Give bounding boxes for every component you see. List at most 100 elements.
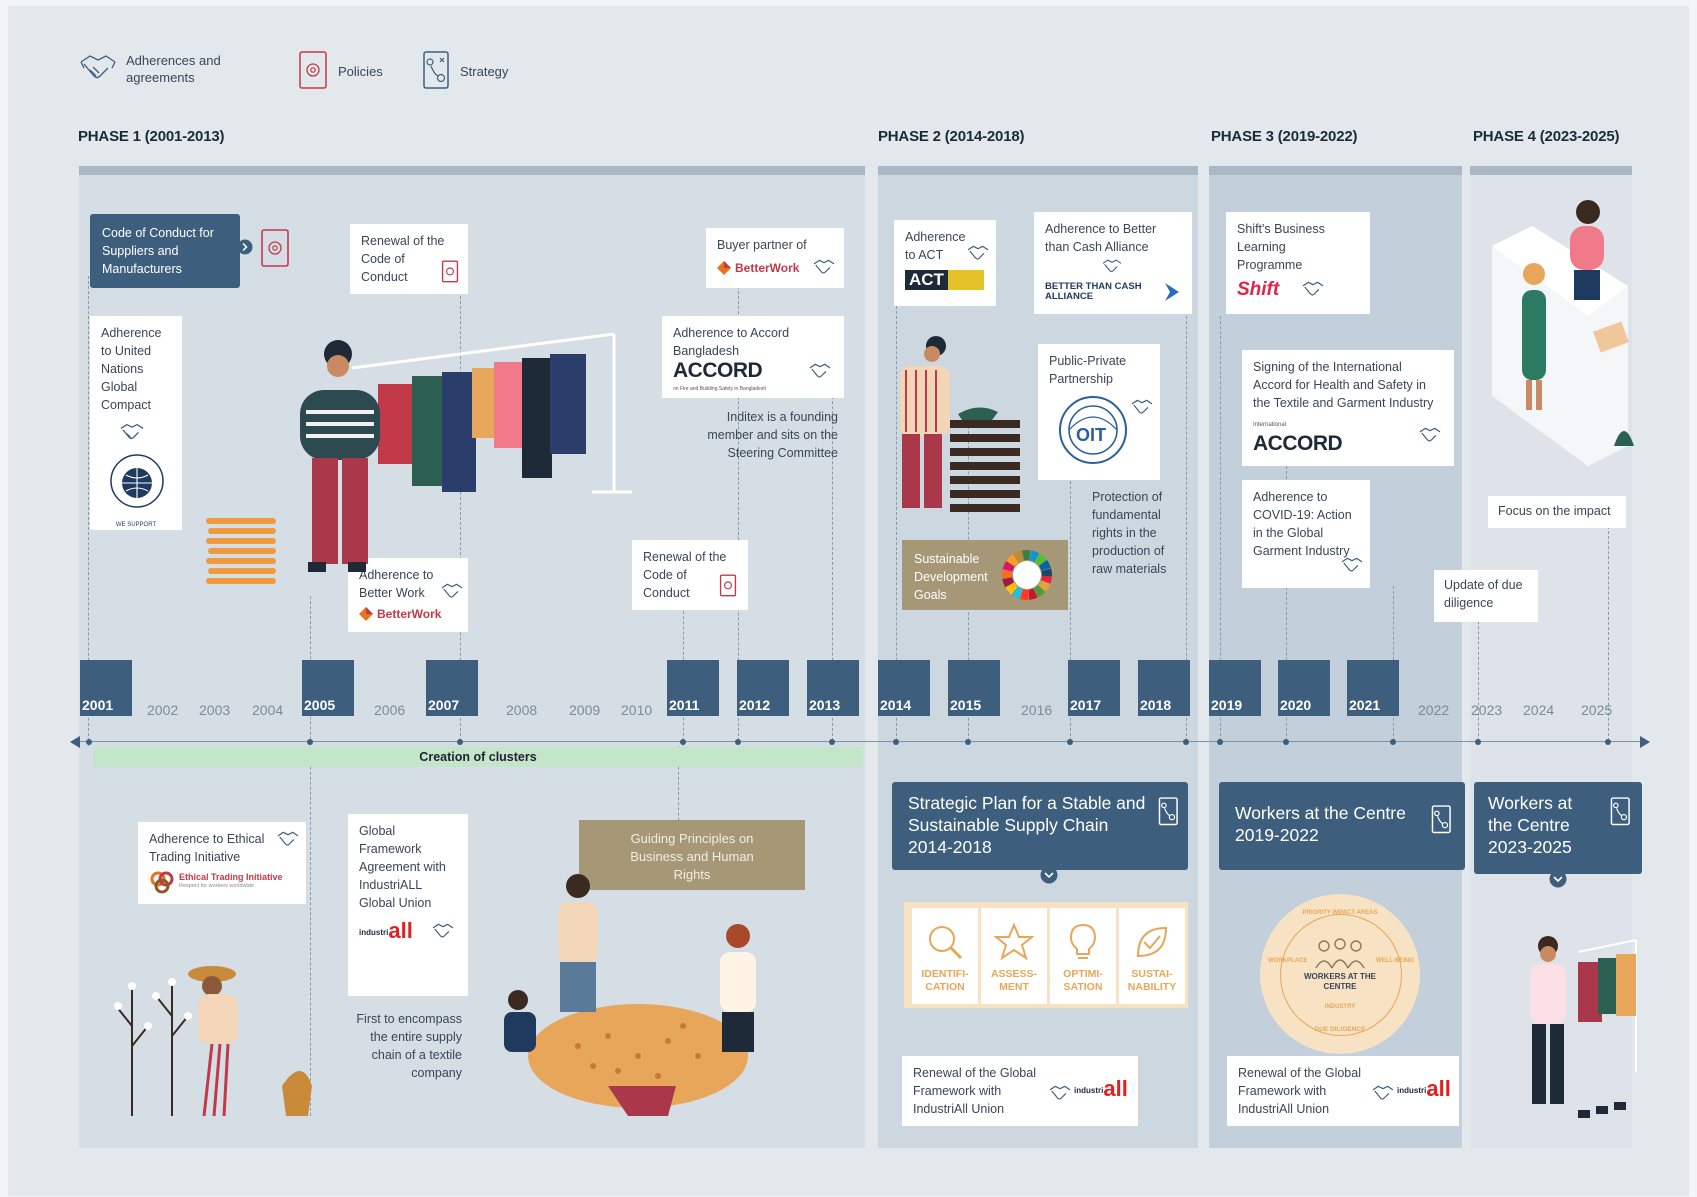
timeline-dot bbox=[1067, 739, 1073, 745]
wac-2019-card: Workers at the Centre 2019-2022 bbox=[1219, 782, 1465, 870]
handshake-icon bbox=[1102, 259, 1122, 273]
connector-line bbox=[678, 746, 679, 836]
eti-logo: Ethical Trading Initiative Respect for w… bbox=[149, 870, 295, 894]
cotton-picker-illustration bbox=[114, 966, 312, 1117]
act-logo-yellow bbox=[947, 270, 984, 290]
clothing-rack-illustration bbox=[300, 332, 632, 572]
handshake-icon bbox=[1419, 427, 1441, 442]
first-encompass-note: First to encompass the entire supply cha… bbox=[356, 1012, 462, 1080]
year-label: 2005 bbox=[304, 697, 336, 713]
btca-text: Adherence to Better than Cash Alliance bbox=[1045, 222, 1157, 254]
sdg-text: Sustainable Development Goals bbox=[914, 552, 988, 602]
connector-line bbox=[1070, 476, 1071, 741]
arrow-left-icon bbox=[70, 736, 80, 748]
buyer-partner-card: Buyer partner of BetterWork bbox=[706, 228, 844, 288]
accord-bangladesh-card: Adherence to Accord Bangladesh ACCORD on… bbox=[662, 316, 844, 398]
year-label: 2014 bbox=[880, 697, 912, 713]
timeline-dot bbox=[1475, 739, 1481, 745]
strategy-document-icon bbox=[1158, 797, 1178, 826]
wac-circle-left: WORKPLACE bbox=[1268, 958, 1308, 964]
timeline-dot bbox=[307, 739, 313, 745]
legend-adherences: Adherences and agreements bbox=[78, 50, 236, 88]
handshake-icon bbox=[1372, 1085, 1394, 1100]
handshake-icon bbox=[809, 363, 831, 378]
renewal-2007-card: Renewal of the Code of Conduct bbox=[350, 224, 468, 294]
phase-4-title: PHASE 4 (2023-2025) bbox=[1473, 128, 1620, 145]
connector-line bbox=[310, 596, 311, 1116]
wac-circle-top: PRIORITY IMPACT AREAS bbox=[1302, 910, 1378, 916]
accord-logo-sub: on Fire and Building Safety in Banglades… bbox=[673, 386, 767, 392]
year-marker-2007: 2007 bbox=[426, 660, 478, 716]
ilo-logo-text: OIT bbox=[1076, 425, 1106, 445]
wac-2023-text: Workers at the Centre 2023-2025 bbox=[1488, 793, 1573, 857]
stage-identification: IDENTIFI- CATION bbox=[912, 908, 978, 1004]
wac-circle-center: WORKERS AT THE CENTRE bbox=[1304, 972, 1376, 991]
better-work-logo: BetterWork bbox=[359, 605, 457, 623]
eti-rings-icon bbox=[150, 871, 174, 894]
btca-card: Adherence to Better than Cash Alliance B… bbox=[1034, 212, 1192, 314]
handshake-icon bbox=[1131, 399, 1153, 414]
year-label: 2020 bbox=[1280, 697, 1312, 713]
accord-logo: ACCORD bbox=[673, 359, 763, 382]
clusters-label: Creation of clusters bbox=[419, 750, 537, 764]
un-globe-logo-icon bbox=[110, 454, 164, 508]
better-work-logo-text: BetterWork bbox=[377, 607, 442, 621]
policy-document-icon bbox=[441, 260, 459, 283]
year-label: 2002 bbox=[147, 702, 179, 718]
sdg-wheel-icon bbox=[1002, 550, 1052, 600]
workers-group-icon bbox=[1315, 938, 1365, 969]
year-label: 2016 bbox=[1021, 702, 1053, 718]
chevron-down-icon bbox=[1040, 866, 1058, 884]
industriall-logo: industri all bbox=[359, 920, 457, 942]
connector-line bbox=[1220, 316, 1221, 741]
wac-circle-right: WELL-BEING bbox=[1376, 958, 1414, 964]
connector-line bbox=[1478, 606, 1479, 741]
legend-strategy-label: Strategy bbox=[460, 63, 509, 79]
btca-logo: BETTER THAN CASH ALLIANCE bbox=[1045, 281, 1181, 303]
year-marker-2012: 2012 bbox=[737, 660, 789, 716]
legend-strategy: Strategy bbox=[422, 50, 508, 92]
act-card: Adherence to ACT ACT bbox=[894, 220, 996, 306]
eti-logo-text: Ethical Trading Initiative bbox=[179, 872, 283, 882]
chevron-right-icon bbox=[237, 239, 253, 255]
ungc-card: Adherence to United Nations Global Compa… bbox=[90, 316, 182, 530]
year-marker-2019: 2019 bbox=[1209, 660, 1261, 716]
ungc-logo-caption: WE SUPPORT bbox=[115, 522, 157, 528]
year-label: 2001 bbox=[82, 697, 114, 713]
eti-card: Adherence to Ethical Trading Initiative … bbox=[138, 822, 306, 904]
ppp-card: Public-Private Partnership OIT bbox=[1038, 344, 1160, 480]
phase-2-title: PHASE 2 (2014-2018) bbox=[878, 128, 1025, 145]
handshake-icon bbox=[120, 423, 144, 440]
year-marker-2018: 2018 bbox=[1138, 660, 1190, 716]
timeline-dot bbox=[965, 739, 971, 745]
eti-logo-sub: Respect for workers worldwide bbox=[179, 883, 254, 889]
legend-policies-label: Policies bbox=[338, 63, 383, 79]
gfa-card: Global Framework Agreement with Industri… bbox=[348, 814, 468, 996]
renewal-gfa-1-card: Renewal of the Global Framework with Ind… bbox=[902, 1056, 1138, 1126]
policy-document-icon bbox=[261, 229, 289, 267]
connector-line bbox=[832, 386, 833, 741]
shopper-rack-illustration bbox=[1530, 936, 1637, 1118]
intl-accord-small: International bbox=[1253, 422, 1287, 428]
renewal-2011-text: Renewal of the Code of Conduct bbox=[643, 550, 727, 600]
handshake-icon bbox=[80, 55, 116, 79]
industriall-logo-text: all bbox=[1103, 1076, 1128, 1101]
industriall-logo: industri all bbox=[1397, 1078, 1451, 1100]
year-label: 2004 bbox=[252, 702, 284, 718]
star-icon bbox=[993, 922, 1035, 961]
strategic-plan-card: Strategic Plan for a Stable and Sustaina… bbox=[892, 782, 1188, 870]
leaf-check-icon bbox=[1136, 926, 1168, 958]
betterwork-diamond-icon bbox=[359, 607, 373, 621]
year-label: 2009 bbox=[569, 702, 601, 718]
strategic-plan-text: Strategic Plan for a Stable and Sustaina… bbox=[908, 793, 1146, 857]
timeline-dot bbox=[680, 739, 686, 745]
raw-materials-note: Protection of fundamental rights in the … bbox=[1092, 490, 1167, 576]
handshake-icon bbox=[441, 583, 463, 598]
due-diligence-card: Update of due diligence bbox=[1434, 570, 1538, 622]
accord-bangladesh-text: Adherence to Accord Bangladesh bbox=[673, 326, 790, 358]
wac-inner-ring bbox=[1280, 914, 1402, 1036]
cotton-harvest-illustration bbox=[504, 874, 756, 1116]
intl-accord-text: Signing of the International Accord for … bbox=[1253, 360, 1434, 410]
betterwork-diamond-icon bbox=[717, 261, 731, 275]
timeline-dot bbox=[86, 739, 92, 745]
